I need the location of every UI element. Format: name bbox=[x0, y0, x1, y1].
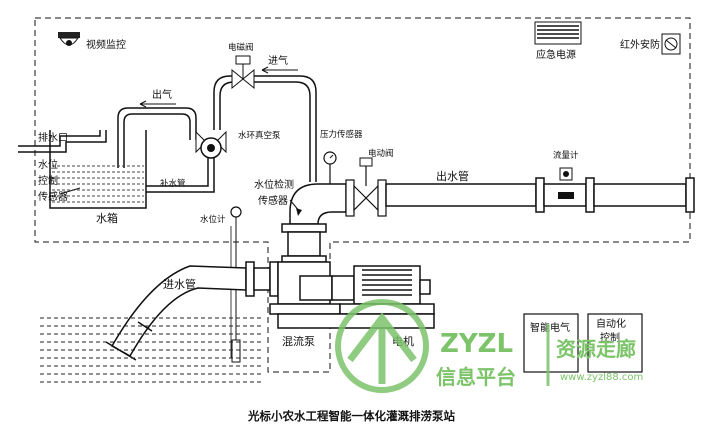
smart-electrical-cabinet bbox=[523, 313, 579, 373]
label-pressure-sensor: 压力传感器 bbox=[320, 129, 363, 140]
electric-valve-icon bbox=[345, 157, 387, 217]
watermark-brand: ZYZL bbox=[440, 329, 513, 359]
watermark-logo bbox=[335, 299, 550, 393]
label-air-intake: 进气 bbox=[268, 54, 288, 67]
water-tank bbox=[49, 130, 147, 209]
level-detect-sensor-icon bbox=[289, 199, 302, 216]
water-body bbox=[40, 317, 262, 383]
label-water-ring-vacuum-pump: 水环真空泵 bbox=[238, 130, 281, 141]
air-outlet-pipe bbox=[117, 107, 197, 168]
drain-outlet-pipe bbox=[18, 130, 107, 153]
label-level-detect-2: 传感器 bbox=[258, 194, 288, 207]
vacuum-pump-icon bbox=[195, 130, 227, 159]
diagram-caption: 光标小农水工程智能一体化灌溉排涝泵站 bbox=[247, 409, 455, 423]
label-drain-outlet: 排水口 bbox=[38, 131, 68, 144]
inlet-pipe bbox=[105, 261, 279, 361]
label-inlet-pipe: 进水管 bbox=[163, 277, 196, 291]
label-automation-1: 自动化 bbox=[596, 317, 626, 330]
infrared-sensor-icon bbox=[661, 33, 681, 55]
level-control-pointer bbox=[59, 187, 81, 195]
flow-meter-icon bbox=[558, 167, 574, 199]
outlet-pipe bbox=[385, 177, 695, 213]
motor-icon bbox=[277, 265, 435, 329]
label-refill-pipe: 补水管 bbox=[160, 178, 186, 189]
main-riser-pipe bbox=[281, 183, 347, 263]
label-water-level-gauge: 水位计 bbox=[200, 214, 226, 225]
label-video-monitor: 视频监控 bbox=[86, 38, 126, 51]
mixed-flow-pump bbox=[269, 261, 341, 315]
label-level-control-3: 传感器 bbox=[38, 190, 68, 203]
watermark-url: www.zyzl88.com bbox=[560, 372, 643, 383]
label-level-control-2: 控制 bbox=[38, 174, 58, 187]
refill-pipe bbox=[146, 158, 215, 193]
label-outlet-pipe: 出水管 bbox=[436, 169, 469, 183]
label-automation-2: 控制 bbox=[600, 331, 620, 344]
battery-icon bbox=[534, 21, 582, 45]
label-smart-electrical: 智能电气 bbox=[530, 321, 570, 334]
watermark-cn-right: 资源走廊 bbox=[556, 337, 636, 361]
label-solenoid-valve: 电磁阀 bbox=[228, 42, 254, 53]
label-level-control-1: 水位 bbox=[38, 158, 58, 171]
label-level-detect-1: 水位检测 bbox=[254, 178, 294, 191]
label-emergency-power: 应急电源 bbox=[536, 48, 576, 61]
arrow-air-outlet-icon bbox=[139, 100, 176, 108]
label-electric-valve: 电动阀 bbox=[368, 148, 394, 159]
label-water-tank: 水箱 bbox=[96, 211, 118, 225]
air-line bbox=[213, 75, 317, 182]
pressure-gauge-icon bbox=[323, 151, 337, 184]
water-level-gauge bbox=[230, 206, 242, 363]
label-air-outlet: 出气 bbox=[152, 88, 172, 101]
label-flow-meter: 流量计 bbox=[553, 150, 579, 161]
solenoid-valve-icon bbox=[231, 55, 255, 90]
camera-icon bbox=[58, 32, 80, 46]
watermark-cn-left: 信息平台 bbox=[436, 365, 516, 389]
label-mixed-flow-pump: 混流泵 bbox=[282, 334, 315, 348]
automation-control-cabinet bbox=[587, 313, 643, 373]
label-infrared-security: 红外安防 bbox=[620, 38, 660, 51]
arrow-air-intake-icon bbox=[261, 66, 298, 74]
